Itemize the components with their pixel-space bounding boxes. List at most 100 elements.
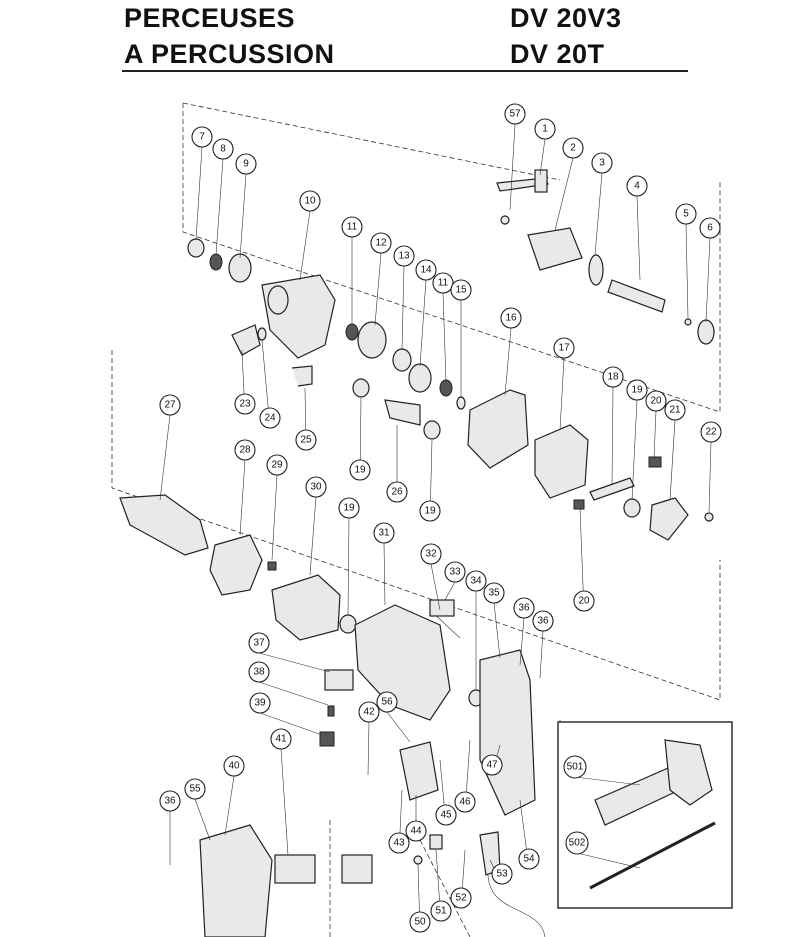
callout-number: 29 (271, 460, 283, 471)
callout-number: 20 (578, 596, 590, 607)
callout-11: 11 (341, 216, 363, 325)
callout-16: 16 (500, 307, 522, 396)
leader-line (367, 721, 370, 776)
leader-line (705, 237, 711, 323)
bearing-6 (697, 319, 715, 345)
callout-number: 6 (707, 223, 713, 234)
callout-11: 11 (432, 272, 454, 383)
callout-number: 19 (343, 503, 355, 514)
callout-circle (349, 459, 371, 481)
bearing-19d (339, 614, 357, 634)
callout-circle (563, 755, 587, 779)
callout-number: 19 (631, 385, 643, 396)
callout-1: 1 (534, 118, 556, 176)
callout-circle (419, 500, 441, 522)
callout-number: 14 (420, 265, 432, 276)
callout-26: 26 (386, 425, 408, 503)
gear-12 (357, 321, 387, 359)
callout-19: 19 (419, 439, 441, 522)
leader-line (708, 441, 712, 513)
callout-circle (664, 399, 686, 421)
leader-line (383, 542, 386, 606)
callout-13: 13 (393, 245, 415, 351)
callout-circle (388, 832, 410, 854)
plate-21 (649, 497, 689, 541)
callout-circle (553, 337, 575, 359)
depth-gauge-502 (589, 821, 716, 890)
callout-55: 55 (184, 778, 211, 841)
callout-number: 43 (393, 838, 405, 849)
knob-23 (231, 324, 261, 356)
leader-line (271, 474, 278, 561)
callout-circle (518, 848, 540, 870)
callout-number: 44 (410, 826, 422, 837)
callout-circle (491, 863, 513, 885)
leader-line (576, 852, 641, 869)
callout-number: 56 (381, 697, 393, 708)
callout-19: 19 (349, 397, 371, 481)
part-9 (228, 253, 252, 283)
chuck-key-shaft (534, 169, 548, 193)
leader-line (159, 414, 171, 501)
fan-guide-28 (209, 534, 263, 596)
callout-number: 42 (363, 707, 375, 718)
leader-line (539, 630, 544, 679)
callout-number: 47 (486, 760, 498, 771)
callout-39: 39 (249, 692, 323, 736)
callout-36: 36 (513, 597, 535, 666)
callout-28: 28 (234, 439, 256, 536)
callout-number: 501 (567, 762, 584, 773)
callout-number: 32 (425, 549, 437, 560)
callout-24: 24 (259, 339, 281, 429)
leader-line (594, 172, 603, 256)
leader-line (258, 652, 331, 673)
callout-36: 36 (159, 790, 181, 865)
callout-circle (191, 126, 213, 148)
callout-32: 32 (420, 543, 442, 611)
model-line-1: DV 20V3 (510, 3, 622, 33)
callout-number: 2 (570, 143, 576, 154)
leader-line (280, 748, 289, 856)
callout-31: 31 (373, 522, 395, 606)
callout-52: 52 (450, 849, 472, 909)
callout-circle (513, 597, 535, 619)
lever-18 (589, 477, 635, 501)
callout-circle (430, 900, 452, 922)
callout-9: 9 (235, 153, 257, 259)
bearing-19c (623, 498, 641, 518)
callout-circle (500, 307, 522, 329)
callout-45: 45 (435, 759, 457, 826)
callout-circle (700, 421, 722, 443)
callout-25: 25 (295, 387, 317, 451)
callout-number: 10 (304, 196, 316, 207)
callout-4: 4 (626, 175, 648, 281)
ball-5 (684, 318, 692, 326)
part-callouts: 5712345678910111213141115161718192021222… (159, 103, 722, 933)
callout-circle (295, 429, 317, 451)
leader-line (239, 459, 246, 536)
callout-circle (675, 203, 697, 225)
housing-31 (354, 604, 451, 721)
callout-circle (504, 103, 526, 125)
callout-15: 15 (450, 279, 472, 398)
callout-19: 19 (626, 379, 648, 501)
pinion-26 (384, 399, 421, 426)
callout-51: 51 (430, 849, 452, 922)
callout-19: 19 (338, 497, 360, 616)
leader-line (419, 279, 427, 367)
callout-17: 17 (553, 337, 575, 431)
callout-circle (450, 279, 472, 301)
leader-line (554, 157, 574, 231)
callout-6: 6 (699, 217, 721, 323)
leader-line (559, 357, 565, 431)
screw-22 (704, 512, 714, 522)
callout-number: 4 (634, 181, 640, 192)
callout-33: 33 (444, 561, 466, 601)
callout-circle (562, 137, 584, 159)
part-38 (327, 705, 335, 717)
callout-circle (338, 497, 360, 519)
callout-23: 23 (234, 349, 256, 415)
callout-5: 5 (675, 203, 697, 319)
side-handle-clamp (664, 739, 713, 806)
